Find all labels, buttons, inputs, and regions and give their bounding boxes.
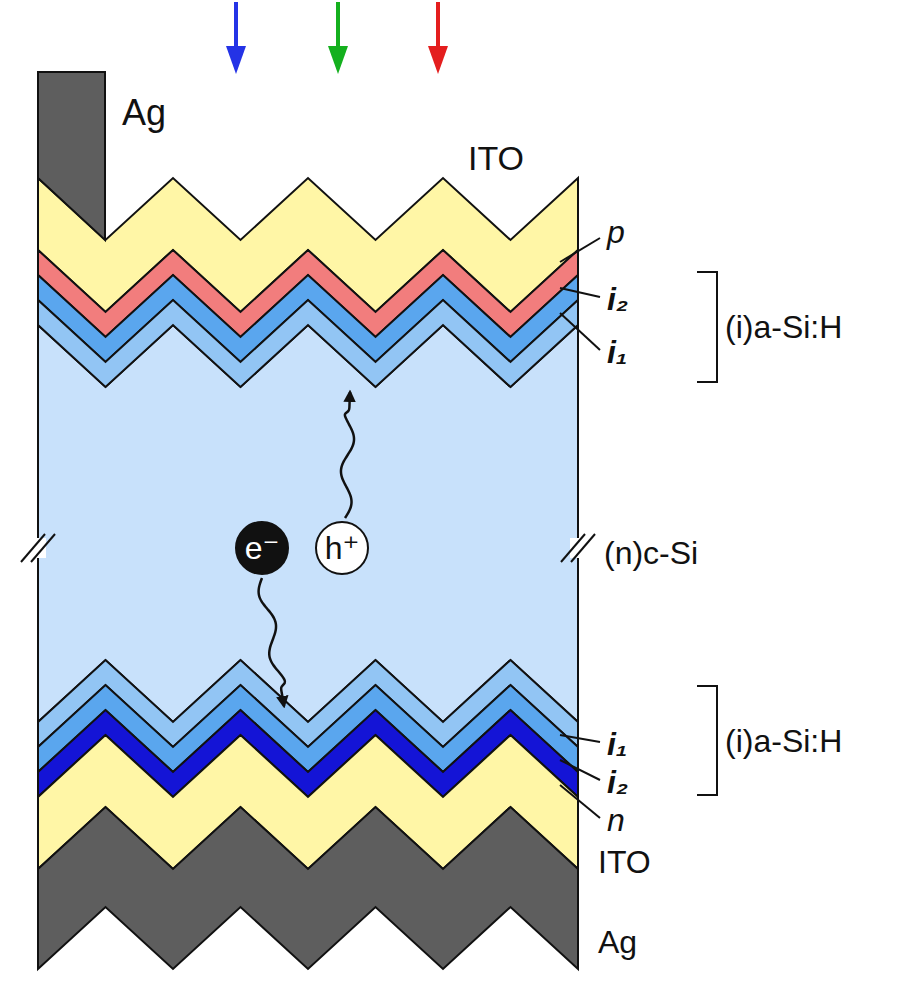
carrier-symbol: h⁺ bbox=[325, 532, 360, 564]
layer-label: i₁ bbox=[607, 336, 627, 368]
i1-layer bbox=[38, 300, 578, 387]
bracket bbox=[697, 272, 717, 382]
silver-layer bbox=[38, 807, 578, 969]
layer-label: (i)a-Si:H bbox=[725, 725, 842, 757]
break-mark bbox=[21, 534, 45, 562]
leader-line bbox=[560, 288, 600, 297]
light-arrowhead bbox=[328, 46, 348, 74]
electron-path bbox=[259, 578, 285, 706]
layer-label: ITO bbox=[468, 141, 524, 175]
layer-label: i₂ bbox=[607, 283, 628, 315]
silver-finger bbox=[38, 72, 105, 240]
light-arrowhead bbox=[428, 46, 448, 74]
hole-path bbox=[341, 392, 354, 518]
layer-label: i₂ bbox=[607, 766, 628, 798]
layer-label: n bbox=[607, 804, 625, 836]
layer-label: i₁ bbox=[607, 728, 627, 760]
leader-line bbox=[560, 735, 600, 742]
break-mark bbox=[31, 534, 55, 562]
electron-circle: e⁻ bbox=[235, 521, 289, 575]
c-si-wafer bbox=[38, 325, 578, 722]
layer-label: p bbox=[607, 216, 625, 248]
light-ray bbox=[234, 2, 238, 52]
carrier-symbol: e⁻ bbox=[245, 532, 280, 564]
hole-circle: h⁺ bbox=[315, 521, 369, 575]
break-mark bbox=[561, 534, 585, 562]
leader-line bbox=[560, 785, 600, 818]
leader-line bbox=[560, 313, 600, 350]
light-ray bbox=[436, 2, 440, 52]
bracket bbox=[697, 686, 717, 795]
leader-line bbox=[560, 760, 600, 780]
leader-line bbox=[560, 238, 600, 262]
layer-label: (n)c-Si bbox=[604, 537, 698, 569]
layer-label: (i)a-Si:H bbox=[725, 311, 842, 343]
break-mark bbox=[571, 534, 595, 562]
light-ray bbox=[336, 2, 340, 52]
layer-label: ITO bbox=[598, 846, 651, 878]
layer-label: Ag bbox=[122, 95, 166, 131]
light-arrowhead bbox=[226, 46, 246, 74]
layer-label: Ag bbox=[598, 926, 637, 958]
